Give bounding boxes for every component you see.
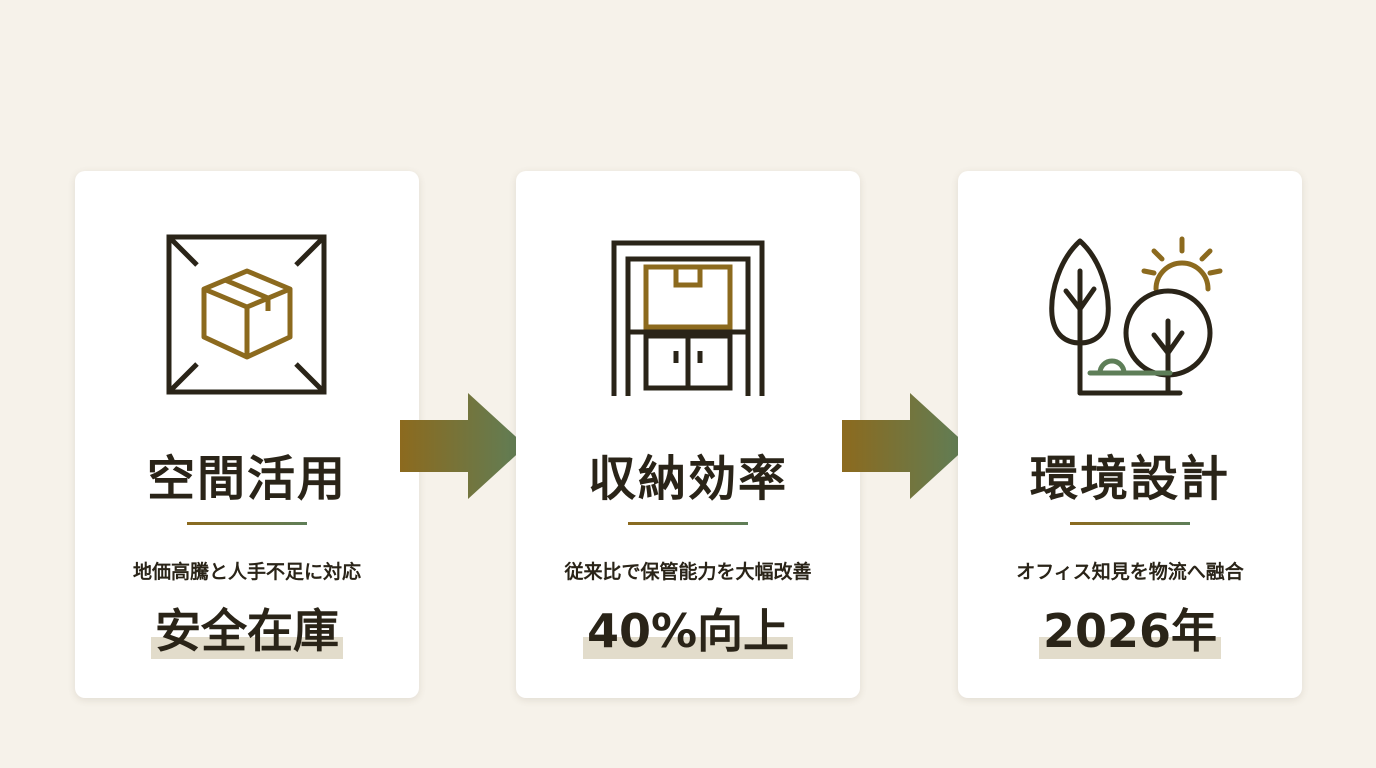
- card-title: 空間活用: [146, 451, 347, 507]
- card-value: 40%向上: [582, 601, 794, 661]
- card-title: 環境設計: [1029, 451, 1230, 507]
- storage-rack-icon: [611, 240, 765, 396]
- card-title: 収納効率: [587, 451, 788, 507]
- divider: [187, 522, 307, 525]
- arrow-right-icon: [400, 393, 526, 499]
- card-environment-design: 環境設計 オフィス知見を物流へ融合 2026年: [958, 171, 1302, 698]
- card-space-utilization: 空間活用 地価高騰と人手不足に対応 安全在庫: [75, 171, 419, 698]
- trees-sun-icon: [1049, 236, 1223, 396]
- card-subtitle: オフィス知見を物流へ融合: [1016, 561, 1244, 583]
- divider: [628, 522, 748, 525]
- divider: [1070, 522, 1190, 525]
- card-subtitle: 従来比で保管能力を大幅改善: [564, 561, 812, 583]
- card-storage-efficiency: 収納効率 従来比で保管能力を大幅改善 40%向上: [516, 171, 860, 698]
- card-value: 2026年: [1038, 601, 1222, 661]
- box-in-frame-icon: [166, 234, 327, 395]
- card-value: 安全在庫: [151, 601, 343, 661]
- card-subtitle: 地価高騰と人手不足に対応: [132, 561, 361, 583]
- arrow-right-icon: [842, 393, 968, 499]
